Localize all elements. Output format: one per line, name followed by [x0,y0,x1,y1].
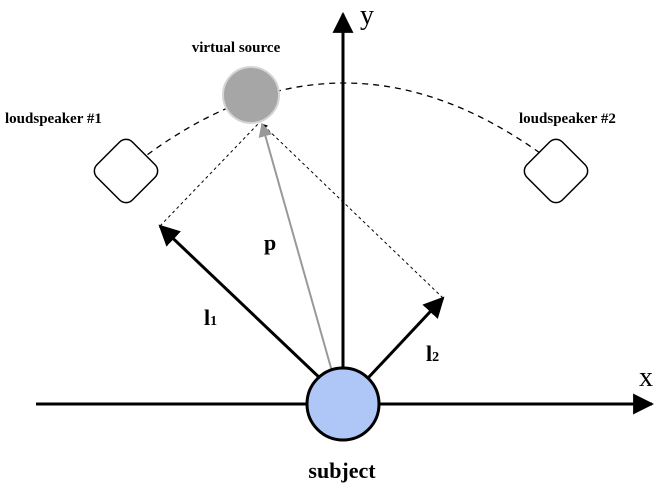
loudspeaker-1-shape [93,138,159,204]
subject-label: subject [308,458,376,483]
x-axis-label: x [639,362,653,393]
vector-l1 [158,224,325,383]
virtual-source-label: virtual source [192,40,281,56]
vector-p [258,122,334,376]
vector-l1-label: l1 [204,305,217,330]
projection-l1 [159,123,259,227]
loudspeaker-2-label: loudspeaker #2 [519,111,616,127]
vector-p-label: p [264,230,276,255]
loudspeaker-1-label: loudspeaker #1 [5,111,102,127]
subject-circle [305,366,381,442]
vector-l2 [366,296,445,380]
virtual-source-circle [222,66,280,124]
projection-l2 [261,123,444,299]
vector-l2-label: l2 [426,341,439,366]
speaker-arc [129,82,561,169]
loudspeaker-2-shape [523,138,589,204]
y-axis-label: y [360,0,374,31]
